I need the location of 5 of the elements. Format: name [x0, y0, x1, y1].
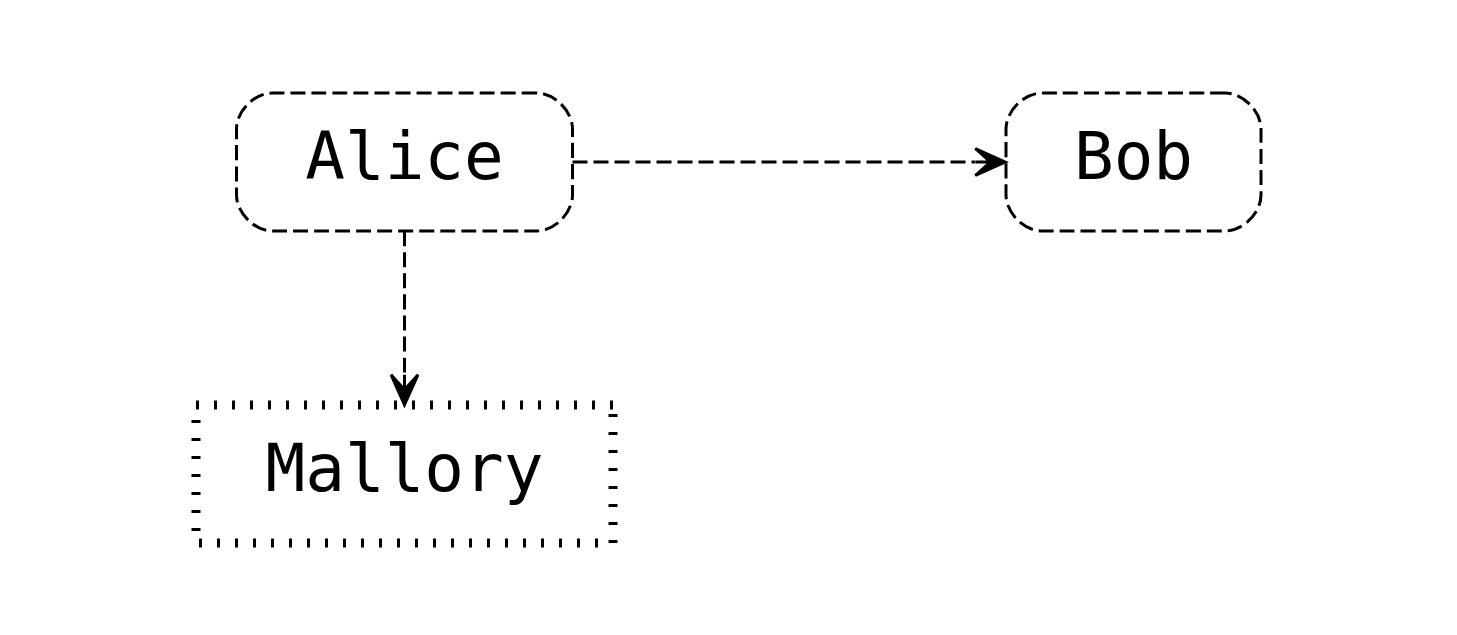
node-box: Bob — [1004, 91, 1263, 232]
node-box: Mallory — [191, 400, 618, 547]
arrow — [572, 146, 1007, 177]
arrow — [389, 230, 420, 406]
node-box: Alice — [235, 91, 574, 232]
